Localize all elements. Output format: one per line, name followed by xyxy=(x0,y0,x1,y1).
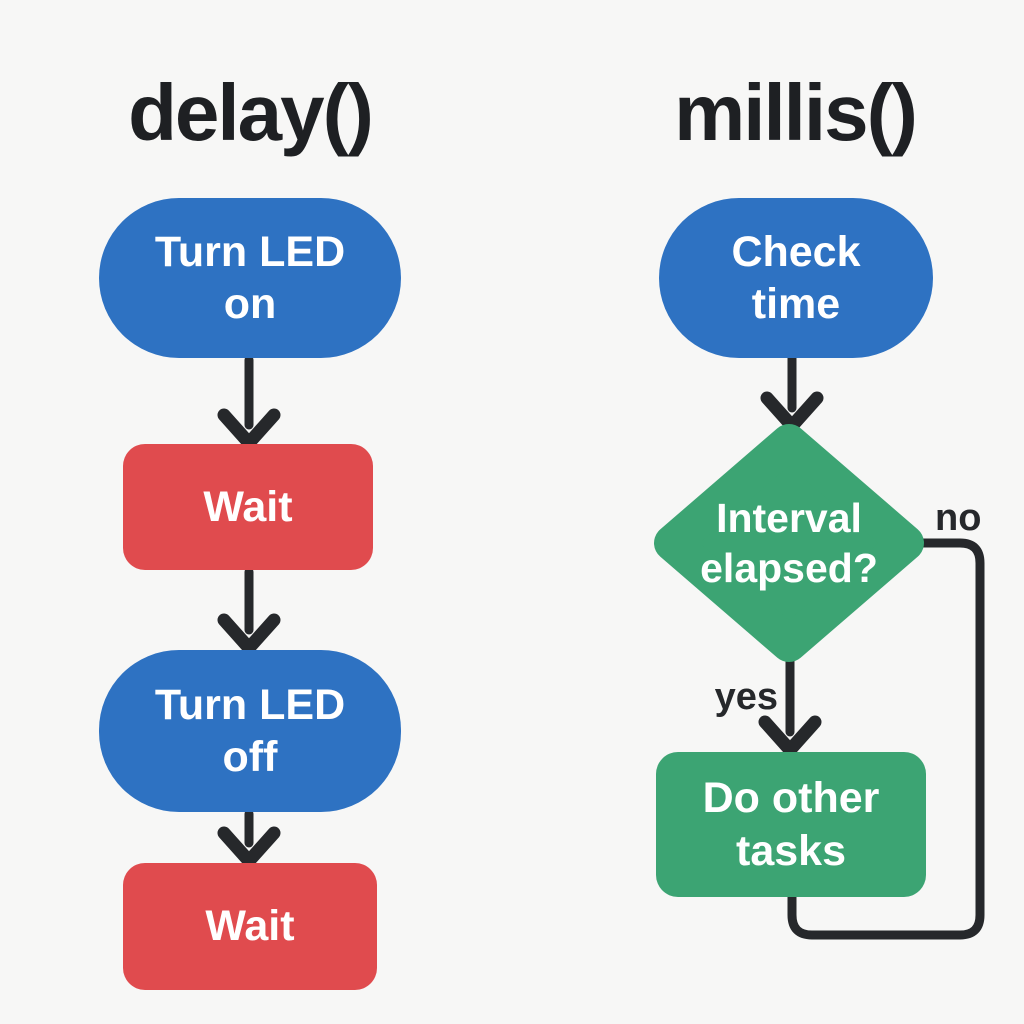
node-do-other-tasks-label: Do other tasks xyxy=(702,774,880,875)
arrow-led-off-to-wait xyxy=(217,809,281,868)
node-wait-1: Wait xyxy=(123,444,373,570)
node-interval-elapsed-label: Interval elapsed? xyxy=(700,494,878,591)
node-turn-led-on-label: Turn LED on xyxy=(154,227,346,328)
node-interval-elapsed: Interval elapsed? xyxy=(653,423,925,663)
edge-label-no: no xyxy=(935,497,982,539)
node-check-time: Check time xyxy=(659,198,933,358)
node-wait-2-label: Wait xyxy=(205,902,295,951)
delay-flow-title: delay() xyxy=(128,68,374,157)
arrow-led-on-to-wait xyxy=(217,355,281,450)
node-turn-led-on: Turn LED on xyxy=(99,198,401,358)
edge-label-yes: yes xyxy=(714,676,778,718)
node-turn-led-off-label: Turn LED off xyxy=(154,680,346,781)
arrow-check-time-to-decision xyxy=(760,353,824,433)
node-turn-led-off: Turn LED off xyxy=(99,650,401,812)
node-do-other-tasks: Do other tasks xyxy=(656,752,926,897)
node-check-time-label: Check time xyxy=(731,227,861,328)
node-wait-1-label: Wait xyxy=(203,482,293,531)
node-wait-2: Wait xyxy=(123,863,377,990)
millis-flow-title: millis() xyxy=(674,68,918,157)
arrow-wait-to-led-off xyxy=(217,567,281,655)
